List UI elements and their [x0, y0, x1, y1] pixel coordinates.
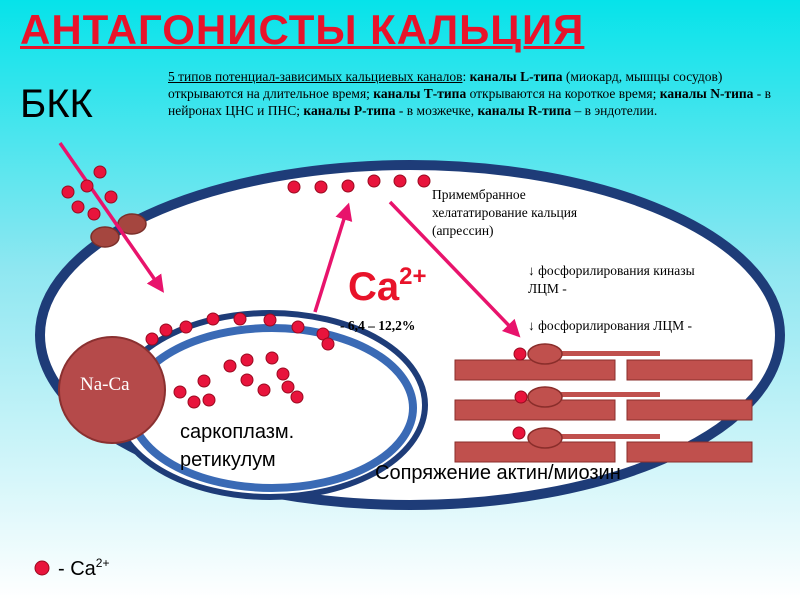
- info-text: :: [462, 69, 470, 84]
- na-ca-exchanger: [58, 336, 166, 444]
- info-text: – в эндотелии.: [571, 103, 658, 118]
- arrow-influx: [58, 142, 164, 293]
- calcium-channel-left: [90, 226, 120, 248]
- info-n-type: каналы N-типа: [659, 86, 754, 101]
- arrow-to-myofilaments: [388, 200, 521, 338]
- legend: - Ca2+: [36, 556, 109, 581]
- legend-charge: 2+: [95, 556, 110, 570]
- na-ca-exchanger-label: Na-Ca: [80, 374, 130, 395]
- info-text: открываются на короткое время;: [466, 86, 660, 101]
- chelation-label: Примембранное хелататирование кальция (а…: [432, 187, 578, 238]
- legend-label: - Ca: [58, 557, 96, 580]
- calcium-ion-label: Ca2+: [348, 263, 427, 310]
- sarco-line2: ретикулум: [180, 449, 276, 471]
- info-text: (миокард, мышцы сосудов) открываются на …: [168, 69, 723, 101]
- myosin-heads: [527, 343, 563, 449]
- calcium-ions: [34, 165, 528, 576]
- lcm-phosphorylation-label: ↓ фосфорилирования ЛЦМ -: [528, 318, 693, 333]
- legend-ion: [34, 560, 50, 576]
- calcium-symbol: Ca: [348, 265, 400, 309]
- calcium-channels-description: 5 типов потенциал-зависимых кальциевых к…: [168, 68, 778, 119]
- sarco-line1: саркоплазм.: [180, 421, 295, 443]
- actin-myosin-label: Сопряжение актин/миозин: [375, 462, 621, 484]
- kinase-phosphorylation-label: ↓ фосфорилирования киназы ЛЦМ -: [528, 263, 695, 296]
- arrow-release: [313, 202, 353, 313]
- info-l-type: каналы L-типа: [469, 69, 563, 84]
- info-p-type: каналы Р-типа: [303, 103, 396, 118]
- info-heading: 5 типов потенциал-зависимых кальциевых к…: [168, 69, 463, 84]
- info-r-type: каналы R-типа: [477, 103, 572, 118]
- actin-myosin-filaments: [454, 351, 753, 463]
- info-t-type: каналы Т-типа: [373, 86, 467, 101]
- calcium-charge: 2+: [399, 263, 427, 290]
- info-text: - в нейронах ЦНС и ПНС;: [168, 86, 772, 118]
- info-text: - в мозжечке,: [395, 103, 478, 118]
- arrows: [58, 142, 521, 338]
- bkk-label: БКК: [20, 82, 93, 126]
- slide-title: АНТАГОНИСТЫ КАЛЬЦИЯ: [20, 6, 585, 53]
- percent-label: - 6,4 – 12,2%: [340, 318, 416, 333]
- sarcoplasmic-reticulum-label: саркоплазм. ретикулум: [180, 418, 294, 474]
